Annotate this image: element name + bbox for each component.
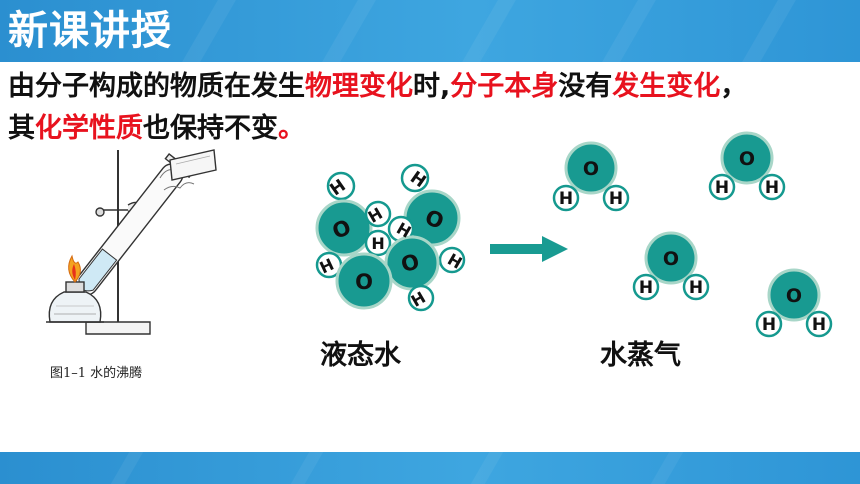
oxygen-atom xyxy=(335,252,393,310)
water-vapor-label: 水蒸气 xyxy=(600,340,681,371)
statement-line-2: 其化学性质也保持不变。 xyxy=(8,112,305,146)
footer-band xyxy=(0,452,860,484)
hydrogen-symbol: H xyxy=(812,315,826,335)
hydrogen-atom xyxy=(400,163,430,193)
water-vapor-molecule: O H H xyxy=(552,141,630,212)
text-segment: 也保持不变 xyxy=(143,113,278,144)
highlight-change: 发生变化 xyxy=(612,71,721,102)
hydrogen-symbol: H xyxy=(639,278,653,298)
hydrogen-symbol: H xyxy=(371,234,384,253)
hydrogen-atom xyxy=(364,229,392,257)
highlight-chemical-property: 化学性质 xyxy=(35,113,143,144)
liquid-water-label: 液态水 xyxy=(320,340,401,371)
text-segment: 时, xyxy=(413,71,451,102)
hydrogen-symbol: H xyxy=(609,189,623,209)
hydrogen-atom xyxy=(326,171,356,201)
title-banner: 新课讲授 xyxy=(0,0,860,62)
page-title: 新课讲授 xyxy=(8,8,172,54)
figure-caption: 图1–1 水的沸腾 xyxy=(50,366,143,381)
text-segment: 其 xyxy=(8,113,35,144)
text-segment: 由分子构成的物质在发生 xyxy=(8,71,305,102)
oxygen-symbol: O xyxy=(355,270,373,294)
boiling-apparatus-illustration xyxy=(46,149,217,335)
hydrogen-symbol: H xyxy=(762,315,776,335)
text-segment: ， xyxy=(720,71,748,102)
hydrogen-atom xyxy=(364,200,392,228)
oxygen-symbol: O xyxy=(786,285,802,307)
hydrogen-symbol: H xyxy=(715,178,729,198)
hydrogen-atom xyxy=(438,246,466,274)
transition-arrow xyxy=(490,236,568,262)
text-period: 。 xyxy=(278,113,305,144)
text-segment: 没有 xyxy=(558,71,613,102)
oxygen-atom xyxy=(315,199,373,257)
oxygen-symbol: O xyxy=(583,158,599,180)
oxygen-symbol: O xyxy=(398,249,421,277)
highlight-physical-change: 物理变化 xyxy=(305,71,413,102)
highlight-molecule-itself: 分子本身 xyxy=(450,71,559,102)
hydrogen-symbol: H xyxy=(765,178,779,198)
hydrogen-symbol: H xyxy=(559,189,573,209)
hydrogen-symbol: H xyxy=(689,278,703,298)
oxygen-symbol: O xyxy=(739,148,755,170)
water-vapor-molecule: O H H xyxy=(755,268,833,338)
statement-line-1: 由分子构成的物质在发生物理变化时,分子本身没有发生变化， xyxy=(8,70,747,104)
hydrogen-atom xyxy=(407,284,435,312)
water-vapor-molecule: O H H xyxy=(632,231,710,301)
oxygen-symbol: O xyxy=(663,248,679,270)
liquid-water-molecules: H H O O H H H H H O O H xyxy=(315,163,466,312)
water-vapor-molecule: O H H xyxy=(708,131,786,201)
